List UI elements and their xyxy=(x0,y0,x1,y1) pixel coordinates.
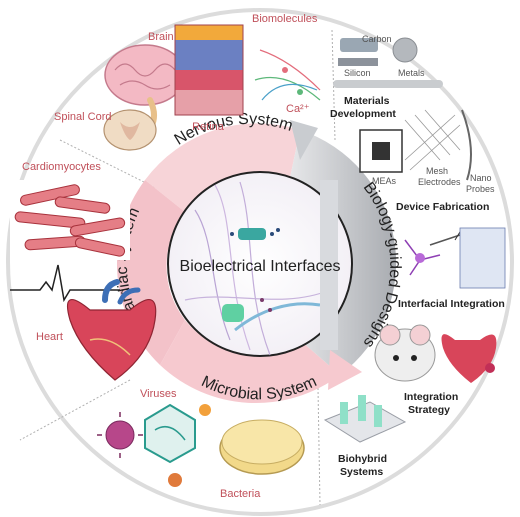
spinal-cord-illustration xyxy=(103,109,157,151)
materials-illustration xyxy=(333,37,443,88)
section-dividers xyxy=(19,29,336,506)
label-biohybrid-line1: Biohybrid xyxy=(338,453,387,465)
mouse-illustration xyxy=(374,324,436,382)
ring-microbial-segment xyxy=(160,320,340,404)
label-spinal-cord: Spinal Cord xyxy=(54,111,111,123)
biomolecules-illustration xyxy=(254,49,321,101)
label-silicon: Silicon xyxy=(344,68,371,78)
heart-illustration xyxy=(66,279,157,381)
ion-channel-icon xyxy=(230,228,280,240)
nano-probe-illustration xyxy=(461,109,472,181)
label-nano-line1: Nano xyxy=(470,173,492,183)
label-bacteria: Bacteria xyxy=(220,488,261,500)
viruses-illustration xyxy=(97,403,211,487)
integrated-heart-illustration xyxy=(441,334,497,383)
label-mesh-line1: Mesh xyxy=(426,166,448,176)
label-biohybrid-line2: Systems xyxy=(340,466,383,478)
interfacial-integration-illustration xyxy=(404,227,506,289)
label-metals: Metals xyxy=(398,68,425,78)
ring-nervous-segment xyxy=(145,123,300,212)
label-interfacial-integration: Interfacial Integration xyxy=(398,298,505,310)
brain-illustration xyxy=(104,44,186,138)
center-circle xyxy=(167,171,353,357)
retina-illustration xyxy=(174,24,244,116)
label-device-fabrication: Device Fabrication xyxy=(396,201,489,213)
label-materials-line2: Development xyxy=(330,108,396,120)
label-mesh-line2: Electrodes xyxy=(418,177,461,187)
label-carbon: Carbon xyxy=(362,34,392,44)
label-brain: Brain xyxy=(148,31,174,43)
label-retina: Retina xyxy=(192,121,225,133)
mesh-electrode-illustration xyxy=(404,109,461,171)
bacteria-petri-dish xyxy=(219,419,305,475)
label-cardiomyocytes: Cardiomyocytes xyxy=(22,161,101,173)
label-nano-line2: Probes xyxy=(466,184,495,194)
label-biomolecules: Biomolecules xyxy=(252,13,318,25)
label-calcium: Ca²⁺ xyxy=(286,103,310,115)
nervous-arrow xyxy=(290,120,318,160)
mea-chip-illustration xyxy=(359,129,403,173)
center-title: Bioelectrical Interfaces xyxy=(180,258,341,275)
label-heart: Heart xyxy=(36,331,63,343)
label-integration-line1: Integration xyxy=(404,391,458,403)
label-integration-line2: Strategy xyxy=(408,404,450,416)
microbial-arrow xyxy=(328,350,362,390)
biohybrid-illustration xyxy=(323,395,407,443)
center-artwork xyxy=(184,180,338,356)
cardiomyocytes-illustration xyxy=(10,180,130,260)
label-viruses: Viruses xyxy=(140,388,177,400)
membrane-protein-icon xyxy=(222,298,272,322)
ecg-trace xyxy=(10,264,120,303)
label-meas: MEAs xyxy=(372,176,397,186)
label-materials-line1: Materials xyxy=(344,95,390,107)
